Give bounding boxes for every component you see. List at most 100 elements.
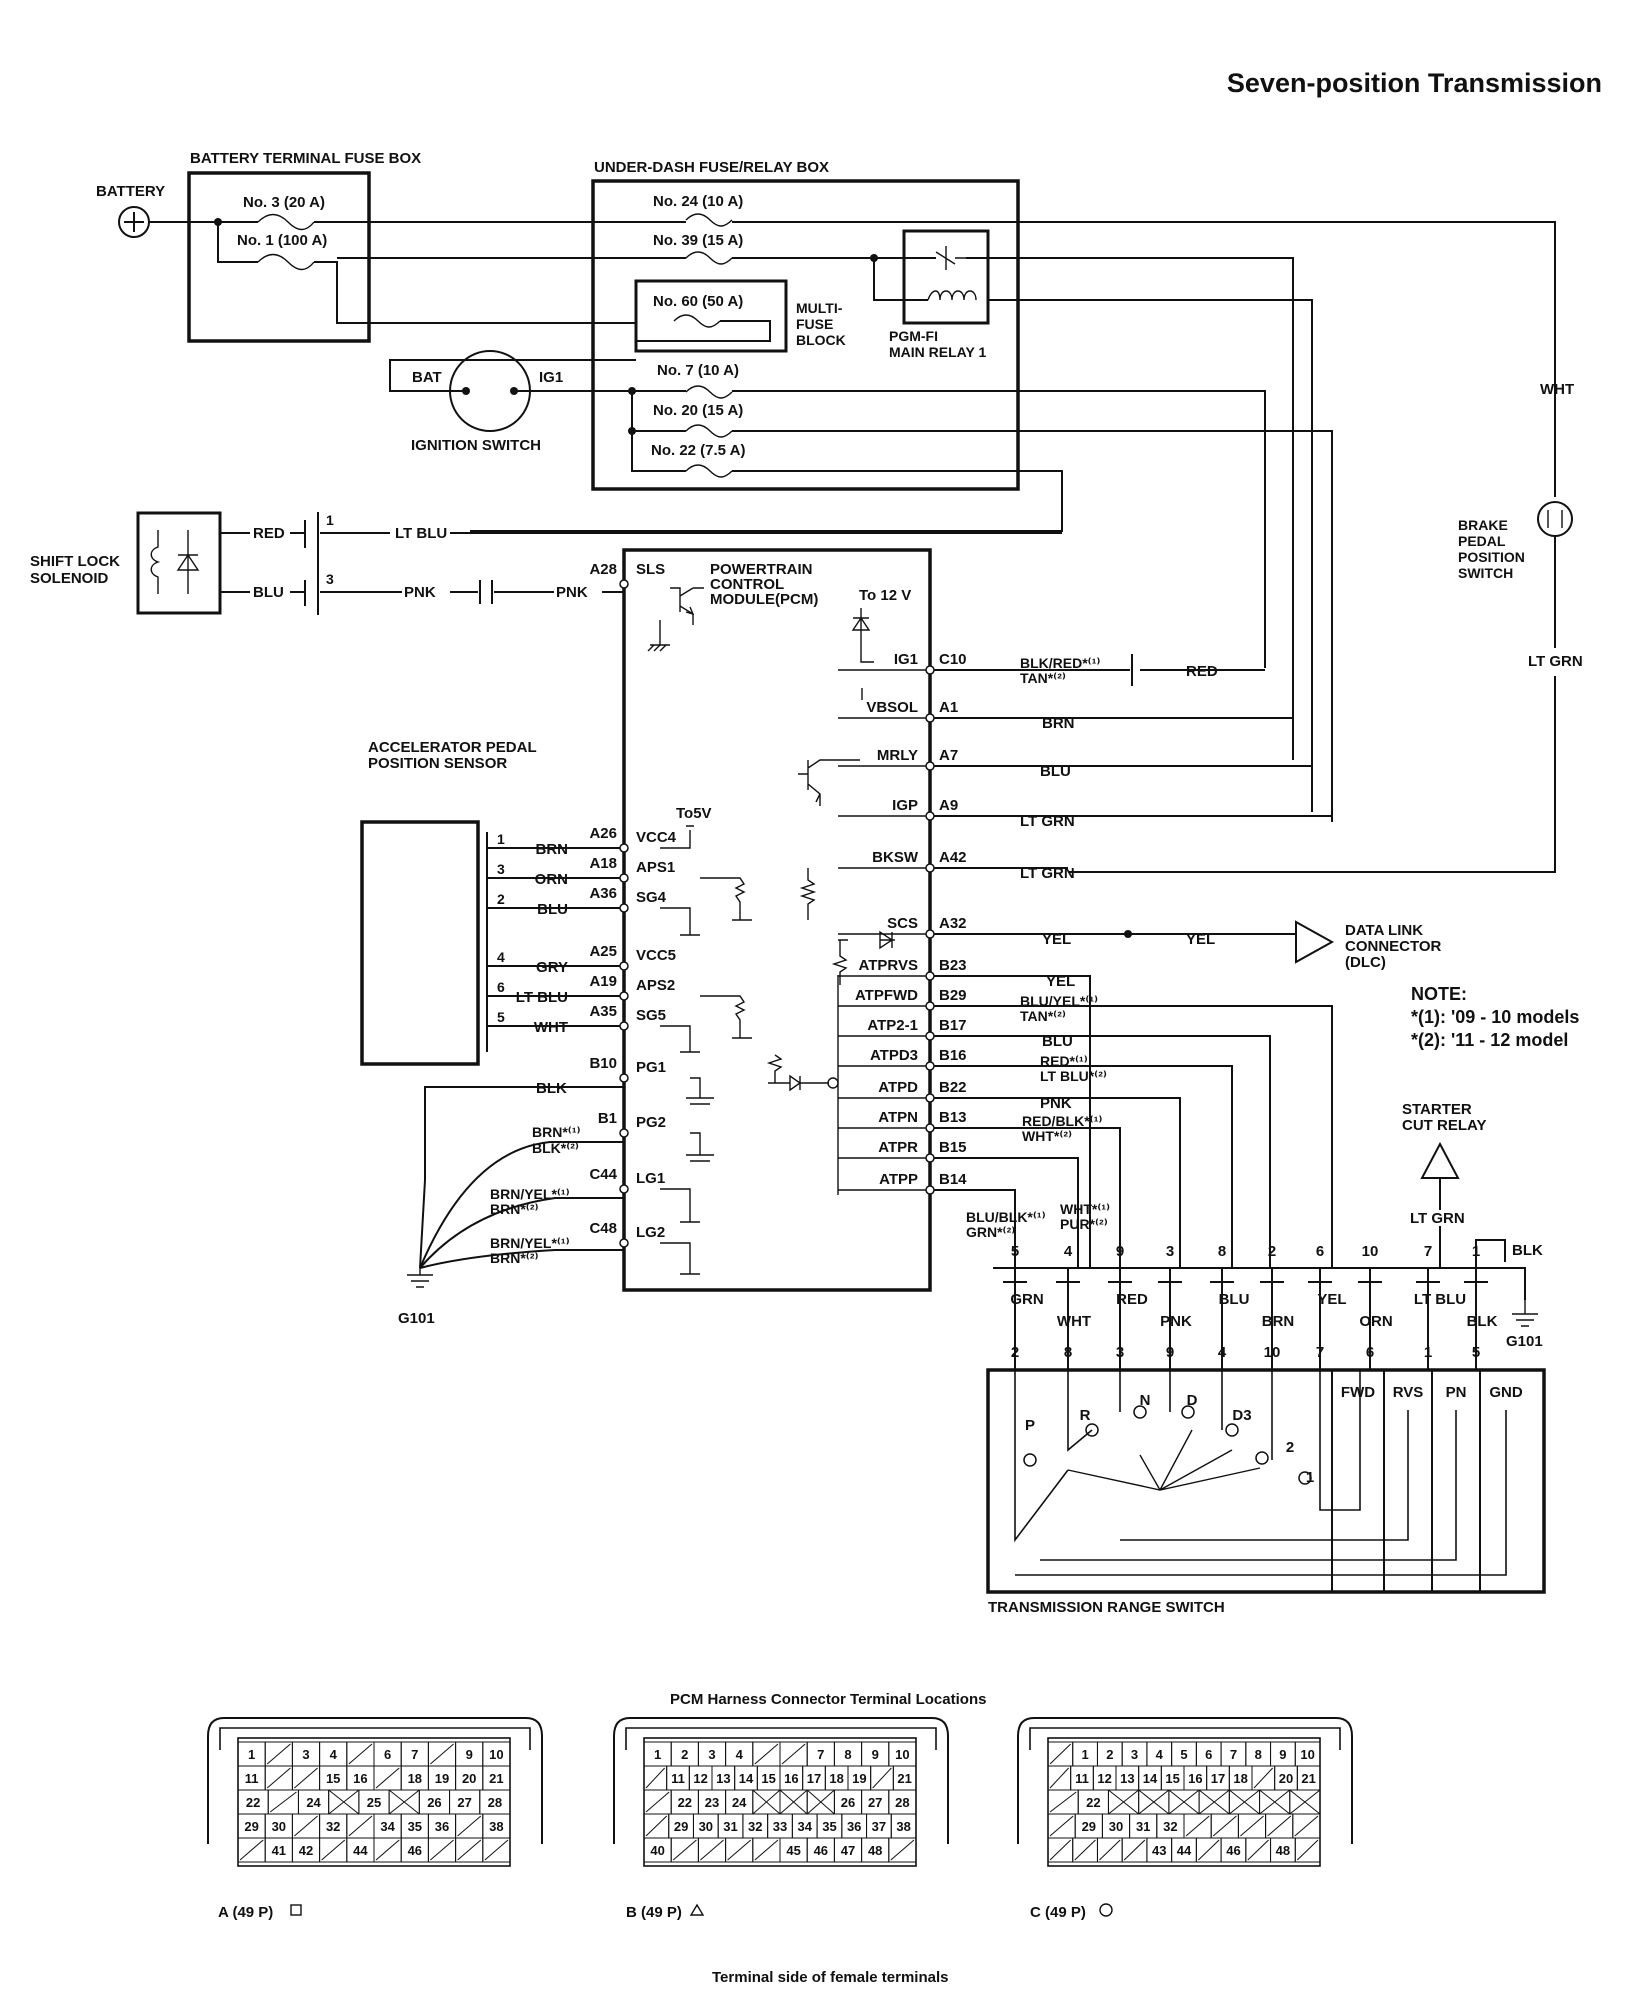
fuse-no1-wire [217, 222, 636, 324]
fuse-no60-wire [636, 320, 771, 342]
connector-terminal-number: 35 [822, 1819, 836, 1834]
connector-terminal-number: 3 [1131, 1747, 1138, 1762]
pcm-pin-node [925, 1123, 935, 1133]
pcm-to5v-label: To5V [676, 805, 712, 822]
connector-bottom-pin: 10 [1264, 1344, 1281, 1361]
shift-lock-pin3: 3 [326, 571, 334, 587]
multifuse-label-3: BLOCK [796, 332, 846, 348]
app-sensor-wire-label: BRN [536, 841, 569, 858]
connector-terminal-number: 12 [1097, 1771, 1111, 1786]
pcm-pin-number: B29 [939, 987, 967, 1004]
connector-terminal-number: 29 [244, 1819, 258, 1834]
pcm-pin-node [619, 903, 629, 913]
solenoid-coil-icon [150, 530, 161, 594]
connector-top-pin: 8 [1218, 1243, 1226, 1260]
terminal-blank-mark [779, 1789, 808, 1815]
connector-terminal-number: 30 [1109, 1819, 1123, 1834]
terminal-blank-mark [1229, 1789, 1260, 1815]
b15-wire-label: WHT*⁽¹⁾ [1060, 1201, 1110, 1217]
brake-label-4: SWITCH [1458, 565, 1513, 581]
brake-switch-contact-icon [1547, 510, 1563, 528]
connector-terminal-number: 1 [654, 1747, 661, 1762]
connector-terminal-number: 25 [367, 1795, 381, 1810]
connector-terminal-number: 7 [817, 1747, 824, 1762]
connector-terminal-number: 2 [681, 1747, 688, 1762]
range-position-contact [1225, 1423, 1239, 1437]
vcc4-supply-icon [660, 825, 694, 849]
shift-lock-blu-wire [220, 580, 306, 606]
c44-wire [419, 1197, 624, 1269]
b10-wire [419, 1086, 624, 1269]
pcm-pin-node [619, 991, 629, 1001]
ignition-switch-label: IGNITION SWITCH [411, 437, 541, 454]
terminal-empty-mark [1247, 1839, 1269, 1861]
fuse-no39-icon [685, 251, 733, 265]
terminal-empty-mark [1099, 1839, 1121, 1861]
pcm-pin-signal: SCS [887, 915, 918, 932]
pcm-label-3: MODULE(PCM) [710, 591, 818, 608]
fuse-no20-icon [685, 424, 733, 438]
pcm-pin-node [925, 1031, 935, 1041]
pcm-pin-number: B15 [939, 1139, 967, 1156]
connector-terminal-number: 13 [716, 1771, 730, 1786]
range-switch-label: TRANSMISSION RANGE SWITCH [988, 1599, 1225, 1616]
terminal-blank-mark [806, 1789, 835, 1815]
pcm-pin-signal: LG2 [636, 1224, 665, 1241]
terminal-empty-mark [1049, 1767, 1070, 1789]
connector-terminal-number: 21 [489, 1771, 503, 1786]
fuse-no3-label: No. 3 (20 A) [243, 194, 325, 211]
c10-wire-label: RED [1186, 663, 1218, 680]
shift-lock-pin1: 1 [326, 512, 334, 528]
connector-terminal-number: 26 [841, 1795, 855, 1810]
terminal-empty-mark [1049, 1815, 1074, 1837]
terminal-blank-mark [1138, 1789, 1170, 1815]
a1-wire-label: BRN [1042, 715, 1075, 732]
underdash-box-title: UNDER-DASH FUSE/RELAY BOX [594, 159, 829, 176]
connector-terminal-number: 21 [897, 1771, 911, 1786]
pcm: POWERTRAIN CONTROL MODULE(PCM) To 12 V T… [622, 548, 932, 1292]
terminal-empty-mark [430, 1839, 454, 1861]
pcm-pin-signal: IG1 [894, 651, 918, 668]
pcm-12v-diode-icon [851, 608, 874, 663]
splice-dot [214, 218, 222, 226]
connector-top-pin: 10 [1362, 1243, 1379, 1260]
starter-cut-relay: STARTER CUT RELAY LT GRN [1402, 1101, 1486, 1268]
connector-terminal-number: 41 [272, 1843, 286, 1858]
connector-terminal-number: 11 [1075, 1771, 1089, 1786]
app-sensor: ACCELERATOR PEDAL POSITION SENSOR [360, 739, 537, 1066]
fuse-no20-label: No. 20 (15 A) [653, 402, 743, 419]
battery-fuse-box-title: BATTERY TERMINAL FUSE BOX [190, 150, 421, 167]
connector-bottom-pin: 1 [1424, 1344, 1432, 1361]
pcm-pin-number: A35 [589, 1003, 617, 1020]
multifuse-label-2: FUSE [796, 316, 833, 332]
connector-terminal-number: 10 [895, 1747, 909, 1762]
connector-terminal-number: 20 [1279, 1771, 1293, 1786]
connector-terminal-number: 22 [1086, 1795, 1100, 1810]
terminal-empty-mark [781, 1743, 806, 1765]
pcm-frame [622, 548, 932, 1292]
shift-lock-pnk-label-1: PNK [404, 584, 436, 601]
relay-coil-icon [927, 290, 977, 301]
pcm-pin-number: B23 [939, 957, 967, 974]
terminal-empty-mark [754, 1839, 779, 1861]
connector-terminal-number: 43 [1152, 1843, 1166, 1858]
connector-terminal-number: 48 [1276, 1843, 1290, 1858]
a32-wire-label: YEL [1186, 931, 1215, 948]
terminal-empty-mark [672, 1839, 697, 1861]
connector-top-pin: 6 [1316, 1243, 1324, 1260]
connector-terminal-number: 6 [1205, 1747, 1212, 1762]
terminal-empty-mark [872, 1767, 892, 1789]
b23-wire [934, 975, 1091, 1268]
connector-terminal-number: 21 [1301, 1771, 1315, 1786]
connector-terminal-number: 4 [1156, 1747, 1164, 1762]
app-label-2: POSITION SENSOR [368, 755, 507, 772]
main-relay-label-2: MAIN RELAY 1 [889, 344, 986, 360]
connector-terminal-number: 26 [427, 1795, 441, 1810]
pcm-label-1: POWERTRAIN [710, 561, 813, 578]
connector-wire-label: WHT [1057, 1313, 1091, 1330]
pcm-pin-node [925, 863, 935, 873]
pcm-pin-signal: ATPRVS [859, 957, 918, 974]
splice-dot [628, 427, 636, 435]
terminal-empty-mark [1253, 1767, 1274, 1789]
connector-housing [207, 1717, 543, 1844]
